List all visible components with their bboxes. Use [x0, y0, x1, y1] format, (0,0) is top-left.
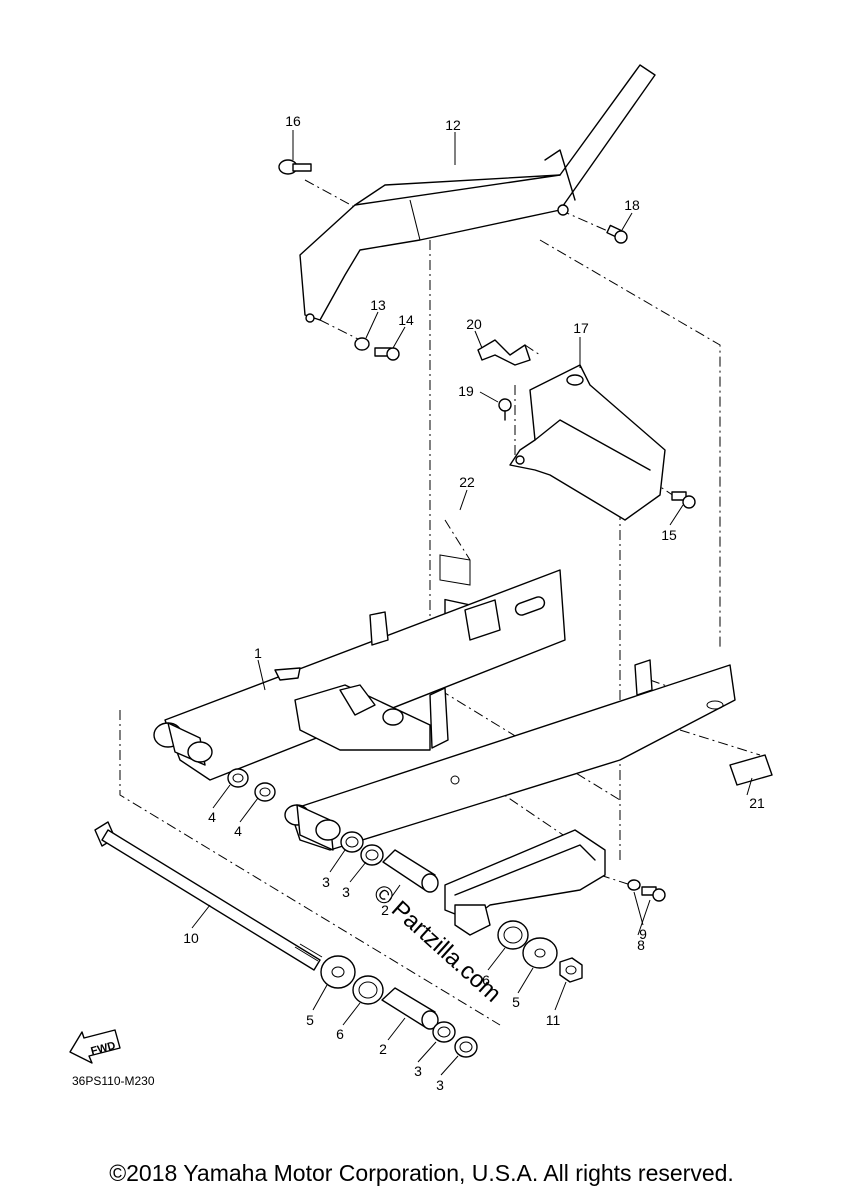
callout-2b: 2 — [379, 1041, 387, 1057]
callout-10: 10 — [183, 930, 199, 946]
callout-21: 21 — [749, 795, 765, 811]
callout-11: 11 — [546, 1012, 561, 1028]
callout-labels: 1 2 2 3 3 3 3 4 4 5 5 6 6 8 9 10 11 12 1… — [183, 113, 765, 1093]
callout-4b: 4 — [234, 823, 242, 839]
washer-part-5-a[interactable] — [522, 937, 558, 969]
callout-22: 22 — [459, 474, 475, 490]
callout-1: 1 — [254, 645, 262, 661]
oil-seal-part-6-b[interactable] — [352, 975, 384, 1005]
washer-part-9[interactable] — [627, 879, 641, 891]
callout-4a: 4 — [208, 809, 216, 825]
chain-case-part-12[interactable] — [299, 64, 656, 323]
callout-6b: 6 — [482, 972, 490, 988]
callout-5a: 5 — [306, 1012, 314, 1028]
decal-part-21[interactable] — [729, 754, 773, 786]
assembly-lines — [119, 179, 761, 1026]
bearing-part-3-d[interactable] — [454, 1036, 478, 1058]
diagram-code: 36PS110-M230 — [72, 1074, 155, 1088]
nut-part-11[interactable] — [559, 957, 583, 983]
washer-part-5-b[interactable] — [320, 955, 356, 989]
callout-17: 17 — [573, 320, 589, 336]
chain-guide-part-17[interactable] — [509, 364, 666, 521]
callout-3a: 3 — [322, 874, 330, 890]
pivot-shaft-part-10[interactable] — [94, 821, 323, 971]
callout-14: 14 — [398, 312, 414, 328]
callout-12: 12 — [445, 117, 461, 133]
callout-2a: 2 — [381, 902, 389, 918]
callout-9: 9 — [639, 926, 647, 942]
washer-part-13[interactable] — [354, 337, 370, 351]
callout-3b: 3 — [342, 884, 350, 900]
chain-slider[interactable] — [444, 829, 606, 936]
callout-20: 20 — [466, 316, 482, 332]
callout-8: 8 — [637, 937, 645, 953]
bearing-part-3-b[interactable] — [360, 844, 384, 866]
copyright-footer: ©2018 Yamaha Motor Corporation, U.S.A. A… — [109, 1160, 734, 1186]
oil-seal-part-6-a[interactable] — [497, 920, 529, 950]
callout-3c: 3 — [414, 1063, 422, 1079]
bearing-part-4-a[interactable] — [227, 768, 249, 788]
rivet-part-19[interactable] — [498, 398, 512, 421]
bearing-part-3-a[interactable] — [340, 831, 364, 853]
callout-19: 19 — [458, 383, 474, 399]
leader-lines — [191, 130, 753, 1076]
swingarm-part-1[interactable] — [153, 569, 736, 851]
bearing-part-4-b[interactable] — [254, 782, 276, 802]
collar-part-2-b[interactable] — [381, 987, 439, 1030]
callout-3d: 3 — [436, 1077, 444, 1093]
clamp-part-20[interactable] — [477, 339, 531, 366]
bolt-part-8[interactable] — [641, 886, 666, 902]
callout-16: 16 — [285, 113, 301, 129]
bolt-part-15[interactable] — [671, 491, 696, 509]
callout-15: 15 — [661, 527, 677, 543]
bolt-part-16[interactable] — [278, 159, 312, 175]
fwd-arrow-icon: FWD — [69, 1029, 121, 1064]
callout-6a: 6 — [336, 1026, 344, 1042]
bearing-part-3-c[interactable] — [432, 1021, 456, 1043]
bolt-part-14[interactable] — [374, 347, 400, 361]
callout-18: 18 — [624, 197, 640, 213]
callout-5b: 5 — [512, 994, 520, 1010]
bolt-part-18[interactable] — [606, 224, 628, 244]
callout-13: 13 — [370, 297, 386, 313]
collar-part-2-a[interactable] — [382, 849, 439, 893]
